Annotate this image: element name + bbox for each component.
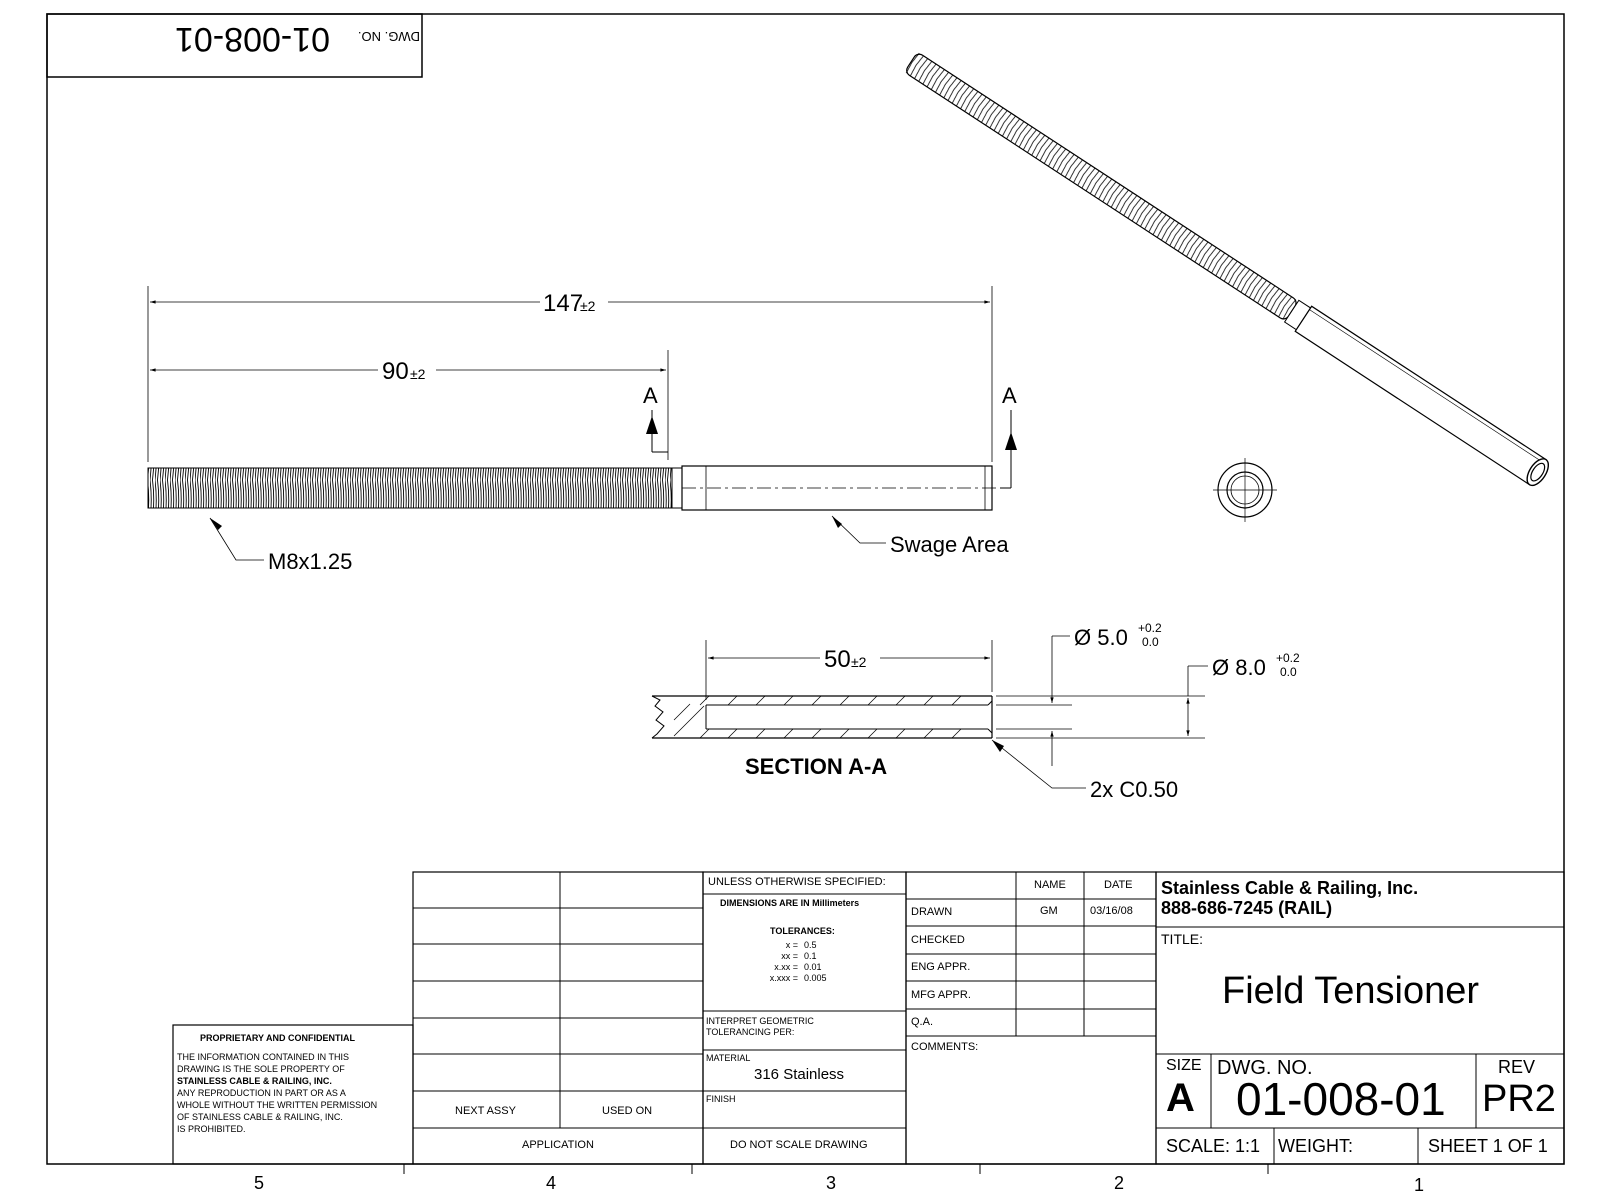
- rev-value: PR2: [1482, 1078, 1556, 1120]
- zone-5: 5: [254, 1173, 265, 1193]
- application-label: APPLICATION: [522, 1139, 594, 1151]
- swage-callout-text: Swage Area: [890, 532, 1009, 557]
- tolerances-label: TOLERANCES:: [770, 926, 835, 936]
- dwg-no-label: DWG. NO.: [1217, 1057, 1313, 1079]
- dim-outer-tol-upper: +0.2: [1276, 651, 1300, 665]
- dim-inner-tol-lower: 0.0: [1142, 635, 1159, 649]
- zone-2: 2: [1114, 1173, 1125, 1193]
- dim-bore-length: 50 ±2: [705, 640, 993, 700]
- scale-label: SCALE: 1:1: [1166, 1136, 1261, 1156]
- front-view: [147, 465, 1000, 511]
- tol-row: x =0.5: [785, 940, 817, 950]
- proprietary-line: STAINLESS CABLE & RAILING, INC.: [177, 1076, 332, 1086]
- proprietary-line: THE INFORMATION CONTAINED IN THIS: [177, 1052, 350, 1062]
- dim-bore-value: 50: [824, 646, 851, 673]
- dim-outer-tol-lower: 0.0: [1280, 665, 1297, 679]
- comments-label: COMMENTS:: [911, 1041, 979, 1053]
- dims-in-units: DIMENSIONS ARE IN Millimeters: [720, 898, 860, 908]
- weight-label: WEIGHT:: [1278, 1136, 1353, 1156]
- proprietary-line: DRAWING IS THE SOLE PROPERTY OF: [177, 1064, 345, 1074]
- title-label: TITLE:: [1161, 931, 1204, 947]
- dim-bore-tol: ±2: [851, 654, 867, 670]
- drawing-title: Field Tensioner: [1222, 970, 1480, 1012]
- dwg-no-top-inverted: DWG. NO. 01-008-01: [175, 20, 420, 58]
- row-date-drawn: 03/16/08: [1090, 905, 1133, 917]
- sheet-label: SHEET 1 OF 1: [1428, 1136, 1548, 1156]
- proprietary-text: THE INFORMATION CONTAINED IN THIS DRAWIN…: [177, 1053, 411, 1137]
- proprietary-line: WHOLE WITHOUT THE WRITTEN PERMISSION: [177, 1100, 378, 1110]
- interpret-label: INTERPRET GEOMETRIC: [706, 1016, 814, 1026]
- dim-overall-tol: ±2: [580, 298, 596, 314]
- dim-thread-length: 90 ±2: [150, 350, 669, 460]
- dim-overall: 147 ±2: [147, 286, 993, 462]
- thread-callout: M8x1.25: [209, 517, 352, 574]
- used-on-label: USED ON: [602, 1105, 653, 1117]
- date-header: DATE: [1104, 879, 1133, 891]
- dim-inner-diameter: Ø 5.0 +0.2 0.0: [996, 621, 1162, 766]
- section-view: SECTION A-A: [651, 695, 993, 779]
- proprietary-line: ANY REPRODUCTION IN PART OR AS A: [177, 1088, 346, 1098]
- finish-label: FINISH: [706, 1094, 736, 1104]
- dwg-no-top-value: 01-008-01: [175, 20, 330, 58]
- zone-ticks: [403, 1164, 1269, 1174]
- do-not-scale: DO NOT SCALE DRAWING: [730, 1139, 868, 1151]
- tol-row: x.xxx =0.005: [769, 973, 827, 983]
- company-name: Stainless Cable & Railing, Inc.: [1161, 878, 1419, 898]
- unless-specified: UNLESS OTHERWISE SPECIFIED:: [708, 876, 886, 888]
- row-label-mfg-appr: MFG APPR.: [911, 989, 971, 1001]
- size-label: SIZE: [1166, 1057, 1202, 1074]
- end-view: [1213, 458, 1277, 522]
- dwg-no-value: 01-008-01: [1236, 1073, 1446, 1125]
- dim-thread-tol: ±2: [410, 366, 426, 382]
- thread-callout-text: M8x1.25: [268, 549, 352, 574]
- section-mark-left: A: [643, 383, 658, 408]
- title-block-grid: [172, 871, 1565, 1165]
- dim-inner-value: Ø 5.0: [1074, 625, 1128, 650]
- material-label: MATERIAL: [706, 1053, 751, 1063]
- tol-row: xx =0.1: [781, 951, 817, 961]
- dwg-no-box-top: [46, 13, 423, 78]
- row-label-qa: Q.A.: [911, 1016, 934, 1028]
- next-assy-label: NEXT ASSY: [455, 1105, 516, 1117]
- tol-row: x.xx =0.01: [774, 962, 822, 972]
- dim-inner-tol-upper: +0.2: [1138, 621, 1162, 635]
- zone-4: 4: [546, 1173, 557, 1193]
- row-name-drawn: GM: [1040, 905, 1058, 917]
- proprietary-line: OF STAINLESS CABLE & RAILING, INC.: [177, 1112, 343, 1122]
- tolerancing-label: TOLERANCING PER:: [706, 1027, 795, 1037]
- row-label-eng-appr: ENG APPR.: [911, 961, 971, 973]
- dwg-no-top-label: DWG. NO.: [358, 29, 420, 44]
- section-title: SECTION A-A: [745, 754, 887, 779]
- section-mark-right: A: [1002, 383, 1017, 408]
- swage-callout: Swage Area: [831, 515, 1009, 557]
- chamfer-callout: 2x C0.50: [991, 739, 1178, 802]
- proprietary-heading: PROPRIETARY AND CONFIDENTIAL: [200, 1033, 356, 1043]
- rev-label: REV: [1498, 1057, 1536, 1077]
- isometric-view: [904, 51, 1550, 487]
- size-value: A: [1166, 1076, 1195, 1120]
- tolerance-table: x =0.5 xx =0.1 x.xx =0.01 x.xxx =0.005: [750, 941, 860, 985]
- zone-3: 3: [826, 1173, 837, 1193]
- dim-outer-diameter: Ø 8.0 +0.2 0.0: [996, 651, 1300, 739]
- dim-overall-value: 147: [543, 290, 583, 317]
- section-marks: A A: [643, 383, 1017, 489]
- dim-thread-value: 90: [382, 358, 409, 385]
- name-header: NAME: [1034, 879, 1066, 891]
- row-label-checked: CHECKED: [911, 934, 965, 946]
- proprietary-line: IS PROHIBITED.: [177, 1124, 246, 1134]
- material-value: 316 Stainless: [754, 1066, 845, 1083]
- row-label-drawn: DRAWN: [911, 906, 953, 918]
- zone-1: 1: [1414, 1175, 1425, 1195]
- dim-outer-value: Ø 8.0: [1212, 655, 1266, 680]
- chamfer-callout-text: 2x C0.50: [1090, 777, 1178, 802]
- company-phone: 888-686-7245 (RAIL): [1161, 898, 1333, 918]
